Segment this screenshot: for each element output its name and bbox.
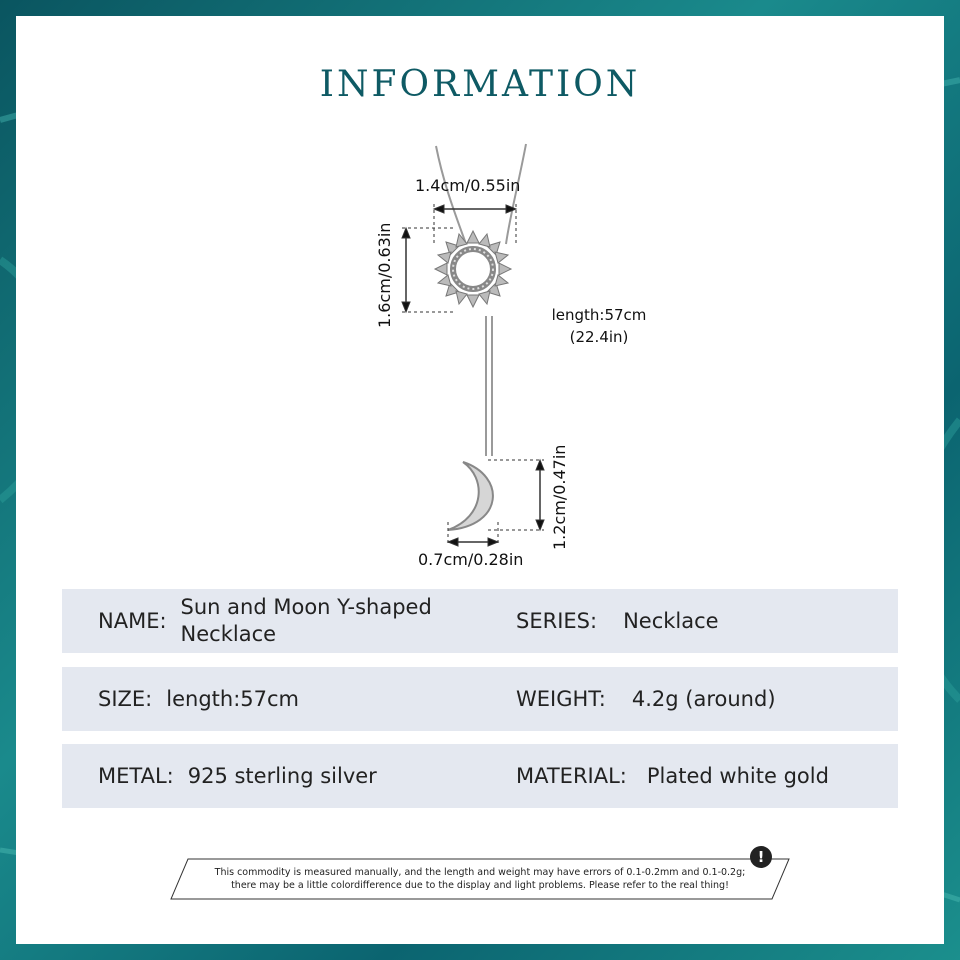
material-label: MATERIAL: xyxy=(516,764,627,788)
moon-width-label: 0.7cm/0.28in xyxy=(418,550,524,569)
exclamation-icon: ! xyxy=(750,846,772,868)
spec-row-name: NAME: Sun and Moon Y-shaped Necklace SER… xyxy=(62,589,898,653)
weight-label: WEIGHT: xyxy=(516,687,606,711)
necklace-diagram xyxy=(401,143,545,547)
sun-height-label: 1.6cm/0.63in xyxy=(375,222,394,328)
chain-length-in: (22.4in) xyxy=(569,328,629,346)
name-cell: NAME: Sun and Moon Y-shaped Necklace xyxy=(98,589,432,653)
weight-value: 4.2g (around) xyxy=(631,687,776,711)
moon-height-label: 1.2cm/0.47in xyxy=(550,444,569,550)
page-title: INFORMATION xyxy=(319,64,641,105)
chain-length-label: length:57cm (22.4in) xyxy=(536,306,662,346)
disclaimer-frame xyxy=(170,858,790,900)
size-value: length:57cm xyxy=(166,687,300,711)
series-value: Necklace xyxy=(623,609,719,633)
material-value: Plated white gold xyxy=(646,764,829,788)
size-cell: SIZE: length:57cm xyxy=(98,667,299,731)
metal-cell: METAL: 925 sterling silver xyxy=(98,744,377,808)
spec-row-metal: METAL: 925 sterling silver MATERIAL: Pla… xyxy=(62,744,898,808)
name-value: Sun and Moon Y-shaped Necklace xyxy=(180,595,432,646)
chain-length-cm: length:57cm xyxy=(551,306,647,324)
name-label: NAME: xyxy=(98,609,167,633)
metal-value: 925 sterling silver xyxy=(187,764,377,788)
info-card: INFORMATION xyxy=(16,16,944,944)
series-label: SERIES: xyxy=(516,609,598,633)
sun-width-label: 1.4cm/0.55in xyxy=(415,176,521,195)
size-label: SIZE: xyxy=(98,687,153,711)
sun-pendant xyxy=(433,229,513,309)
dimension-lines xyxy=(401,204,545,547)
disclaimer-text: This commodity is measured manually, and… xyxy=(214,867,746,891)
material-cell: MATERIAL: Plated white gold xyxy=(516,744,829,808)
metal-label: METAL: xyxy=(98,764,174,788)
weight-cell: WEIGHT: 4.2g (around) xyxy=(516,667,776,731)
series-cell: SERIES: Necklace xyxy=(516,589,719,653)
disclaimer-note: ! This commodity is measured manually, a… xyxy=(170,846,790,900)
necklace-chain xyxy=(435,143,527,456)
moon-pendant xyxy=(447,461,494,531)
spec-row-size: SIZE: length:57cm WEIGHT: 4.2g (around) xyxy=(62,667,898,731)
